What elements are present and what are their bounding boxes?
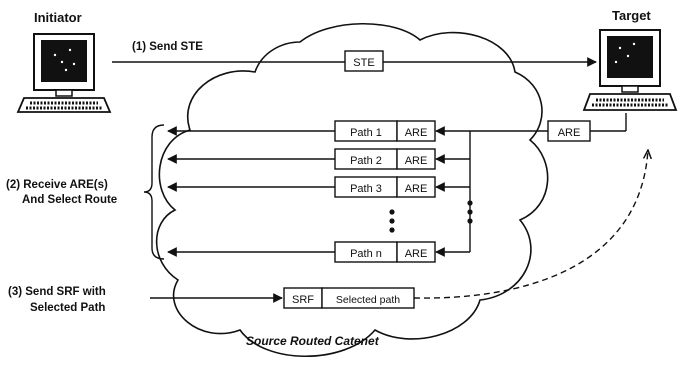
target-are-label: ARE [558, 127, 581, 139]
path-label: Path 2 [350, 155, 382, 167]
step3-label-line1: (3) Send SRF with [8, 286, 106, 298]
step1-label: (1) Send STE [132, 41, 203, 53]
path-are-label: ARE [405, 248, 428, 260]
ste-frame-label: STE [353, 57, 374, 69]
path-label: Path 1 [350, 127, 382, 139]
network-cloud-label: Source Routed Catenet [246, 334, 380, 348]
computer-icon-initiator [18, 34, 110, 112]
selected-path-label: Selected path [336, 294, 400, 306]
ellipsis-dots-paths [389, 209, 394, 232]
path-are-label: ARE [405, 155, 428, 167]
ellipsis-dots-branch [467, 200, 472, 223]
target-label: Target [612, 8, 651, 23]
path-are-label: ARE [405, 183, 428, 195]
step3-label-line2: Selected Path [30, 302, 105, 314]
step2-label-line2: And Select Route [22, 194, 117, 206]
path-are-label: ARE [405, 127, 428, 139]
initiator-label: Initiator [34, 10, 82, 25]
path-label: Path n [350, 248, 382, 260]
computer-icon-target [584, 30, 676, 110]
path-label: Path 3 [350, 183, 382, 195]
step2-label-line1: (2) Receive ARE(s) [6, 179, 108, 191]
srf-frame-label: SRF [292, 294, 314, 306]
